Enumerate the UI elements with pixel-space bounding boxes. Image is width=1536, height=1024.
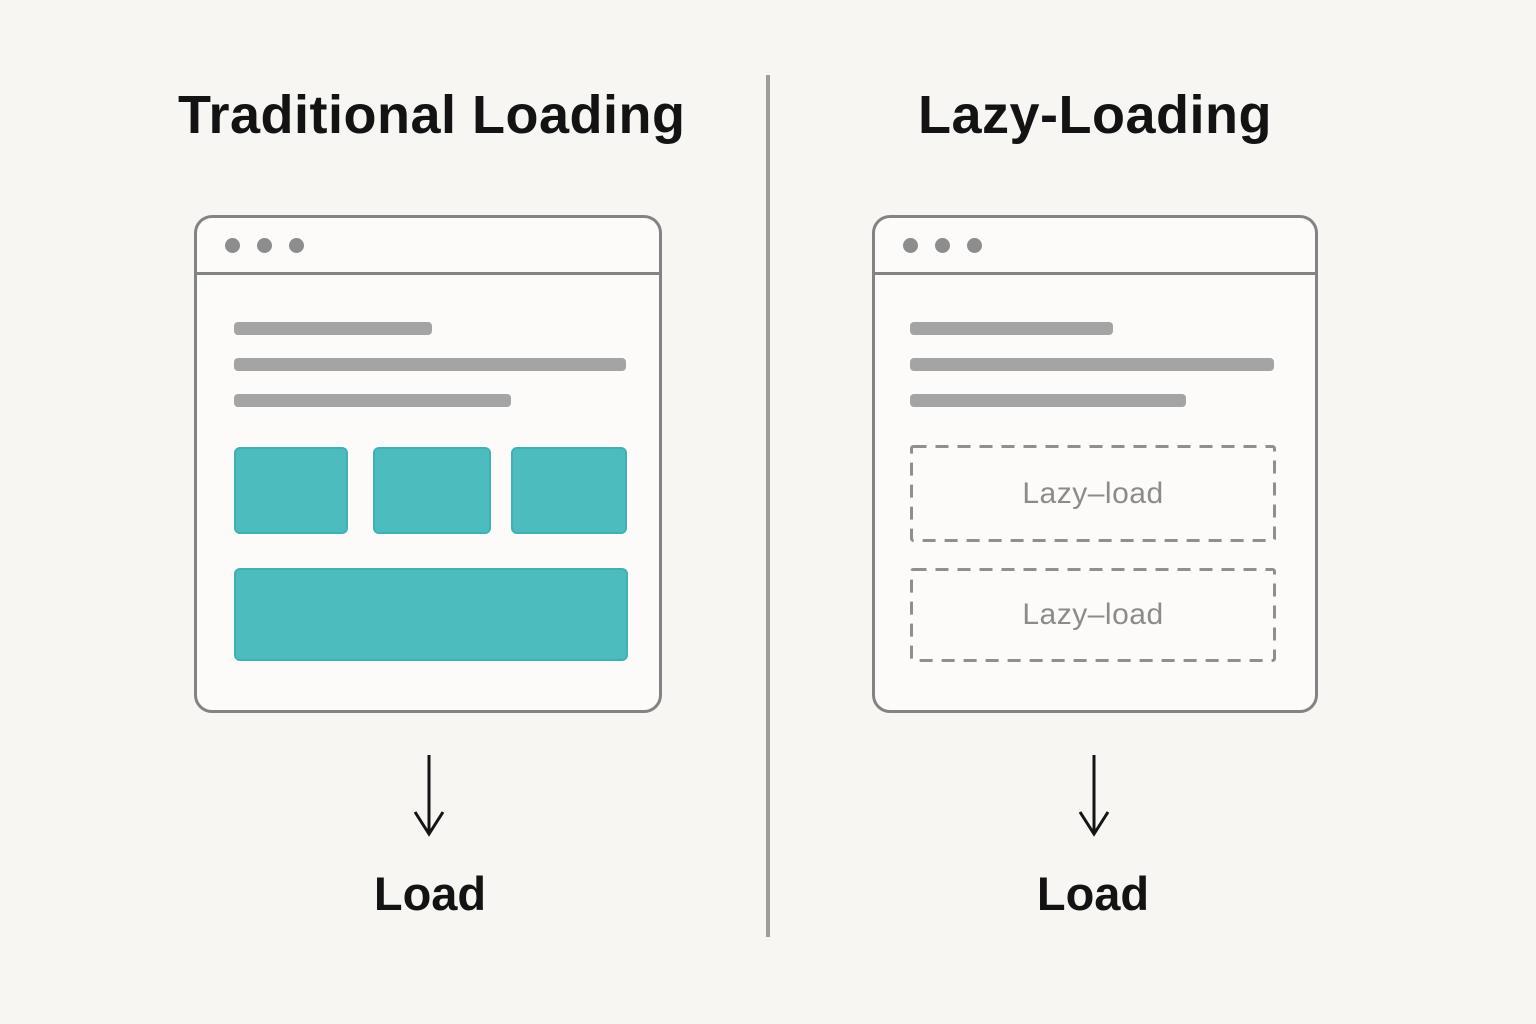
text-placeholder-bar	[910, 358, 1274, 371]
window-control-dot	[257, 237, 272, 253]
window-control-dot	[935, 237, 950, 253]
lazy-load-label: Lazy–load	[1022, 598, 1164, 631]
loaded-image-block	[373, 447, 491, 534]
down-arrow-icon	[1078, 755, 1110, 837]
text-placeholder-bar	[234, 394, 511, 407]
window-title-bar	[197, 218, 659, 275]
left-panel-title: Traditional Loading	[178, 85, 686, 145]
window-control-dot	[903, 237, 918, 253]
dashed-border	[910, 568, 1276, 662]
lazy-load-placeholder: Lazy–load	[910, 445, 1276, 542]
text-placeholder-bar	[910, 322, 1113, 335]
load-label: Load	[1036, 867, 1150, 920]
window-control-dot	[967, 237, 982, 253]
traditional-browser-window	[194, 215, 662, 713]
loaded-image-block	[511, 447, 627, 534]
vertical-divider	[766, 75, 770, 937]
window-control-dot	[289, 237, 304, 253]
lazy-load-label: Lazy–load	[1022, 476, 1164, 510]
right-panel-title: Lazy-Loading	[918, 85, 1272, 145]
down-arrow-icon	[413, 755, 445, 837]
window-control-dot	[225, 237, 240, 253]
loaded-hero-block	[234, 568, 628, 661]
text-placeholder-bar	[234, 358, 626, 371]
lazy-load-placeholder: Lazy–load	[910, 568, 1276, 662]
dashed-border	[910, 445, 1276, 542]
load-label: Load	[373, 867, 487, 920]
text-placeholder-bar	[910, 394, 1186, 407]
loaded-image-block	[234, 447, 348, 534]
window-title-bar	[875, 218, 1315, 275]
lazy-browser-window: Lazy–load Lazy–load	[872, 215, 1318, 713]
text-placeholder-bar	[234, 322, 432, 335]
